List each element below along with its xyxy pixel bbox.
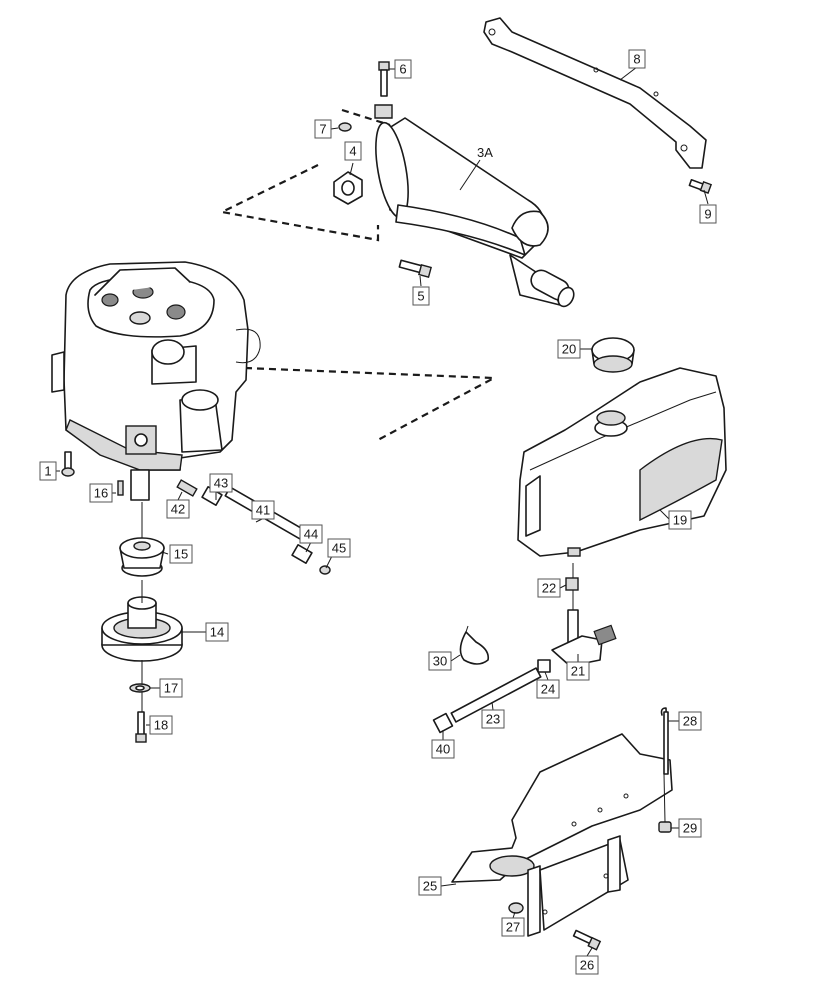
callout-43: 43 bbox=[209, 473, 233, 493]
callout-6: 6 bbox=[394, 59, 412, 79]
callout-28: 28 bbox=[678, 711, 702, 731]
svg-text:25: 25 bbox=[423, 879, 437, 894]
fuel-hose bbox=[450, 667, 542, 723]
svg-text:16: 16 bbox=[94, 486, 108, 501]
crankshaft bbox=[130, 469, 150, 501]
svg-text:26: 26 bbox=[580, 958, 594, 973]
fuel-shutoff-valve bbox=[551, 609, 617, 667]
callout-5: 5 bbox=[412, 286, 430, 306]
pulley-bolt bbox=[135, 711, 147, 743]
hose-clamp bbox=[459, 625, 490, 665]
callout-19: 19 bbox=[668, 510, 692, 530]
svg-text:14: 14 bbox=[210, 625, 224, 640]
svg-text:5: 5 bbox=[417, 289, 424, 304]
small-pulley bbox=[119, 537, 165, 577]
svg-text:27: 27 bbox=[506, 920, 520, 935]
svg-text:4: 4 bbox=[349, 144, 356, 159]
callout-16: 16 bbox=[89, 483, 113, 503]
svg-text:23: 23 bbox=[486, 712, 500, 727]
svg-text:24: 24 bbox=[541, 682, 555, 697]
fuel-cap bbox=[591, 337, 635, 373]
svg-text:41: 41 bbox=[256, 503, 270, 518]
svg-text:40: 40 bbox=[436, 742, 450, 757]
svg-text:15: 15 bbox=[174, 547, 188, 562]
j-bolt-nut bbox=[658, 821, 672, 833]
callout-9: 9 bbox=[699, 204, 717, 224]
fuel-tank bbox=[517, 367, 727, 557]
muffler-clamp-bolt bbox=[378, 61, 390, 97]
callout-21: 21 bbox=[566, 661, 590, 681]
callout-22: 22 bbox=[537, 578, 561, 598]
svg-text:18: 18 bbox=[154, 718, 168, 733]
callout-20: 20 bbox=[557, 339, 581, 359]
svg-text:7: 7 bbox=[319, 122, 326, 137]
leader-lines bbox=[48, 66, 709, 957]
svg-text:20: 20 bbox=[562, 342, 576, 357]
callout-27: 27 bbox=[501, 917, 525, 937]
svg-text:17: 17 bbox=[164, 681, 178, 696]
callout-25: 25 bbox=[418, 876, 442, 896]
callout-30: 30 bbox=[428, 651, 452, 671]
callout-45: 45 bbox=[327, 538, 351, 558]
callout-42: 42 bbox=[166, 499, 190, 519]
bracket-washer bbox=[508, 902, 524, 914]
svg-text:8: 8 bbox=[633, 52, 640, 67]
callout-26: 26 bbox=[575, 955, 599, 975]
callout-24: 24 bbox=[536, 679, 560, 699]
muffler bbox=[374, 104, 575, 308]
tank-j-bolt bbox=[660, 707, 669, 775]
muffler-nut bbox=[338, 122, 352, 132]
svg-text:29: 29 bbox=[683, 821, 697, 836]
tank-bracket bbox=[451, 733, 673, 937]
bracket-bolt bbox=[688, 178, 713, 194]
svg-text:1: 1 bbox=[44, 464, 51, 479]
callout-18: 18 bbox=[149, 715, 173, 735]
hose-end-fitting bbox=[432, 712, 454, 734]
bracket-mount-bolt bbox=[572, 929, 602, 951]
pulley-washer bbox=[129, 683, 151, 693]
svg-text:3A: 3A bbox=[477, 145, 493, 160]
callout-1: 1 bbox=[39, 461, 57, 481]
muffler-bolt bbox=[398, 259, 432, 278]
hose-fitting bbox=[537, 659, 551, 673]
svg-text:9: 9 bbox=[704, 207, 711, 222]
callout-7: 7 bbox=[314, 119, 332, 139]
callout-44: 44 bbox=[299, 524, 323, 544]
callout-40: 40 bbox=[431, 739, 455, 759]
tank-fitting bbox=[565, 577, 579, 591]
svg-text:6: 6 bbox=[399, 62, 406, 77]
callout-41: 41 bbox=[251, 500, 275, 520]
svg-text:30: 30 bbox=[433, 654, 447, 669]
large-pulley bbox=[101, 596, 183, 662]
svg-text:22: 22 bbox=[542, 581, 556, 596]
engine-mount-bolt bbox=[61, 451, 75, 477]
callout-15: 15 bbox=[169, 544, 193, 564]
svg-text:43: 43 bbox=[214, 476, 228, 491]
callout-23: 23 bbox=[481, 709, 505, 729]
crankshaft-key bbox=[117, 480, 124, 496]
svg-text:28: 28 bbox=[683, 714, 697, 729]
callout-29: 29 bbox=[678, 818, 702, 838]
muffler-bracket bbox=[483, 17, 707, 169]
callout-17: 17 bbox=[159, 678, 183, 698]
svg-text:42: 42 bbox=[171, 502, 185, 517]
callout-14: 14 bbox=[205, 622, 229, 642]
engine bbox=[51, 261, 261, 471]
svg-text:21: 21 bbox=[571, 664, 585, 679]
exhaust-gasket bbox=[333, 171, 363, 205]
svg-text:45: 45 bbox=[332, 541, 346, 556]
callout-4: 4 bbox=[344, 141, 362, 161]
svg-text:44: 44 bbox=[304, 527, 318, 542]
callout-8: 8 bbox=[628, 49, 646, 69]
callout-3a: 3A bbox=[477, 145, 493, 160]
svg-text:19: 19 bbox=[673, 513, 687, 528]
